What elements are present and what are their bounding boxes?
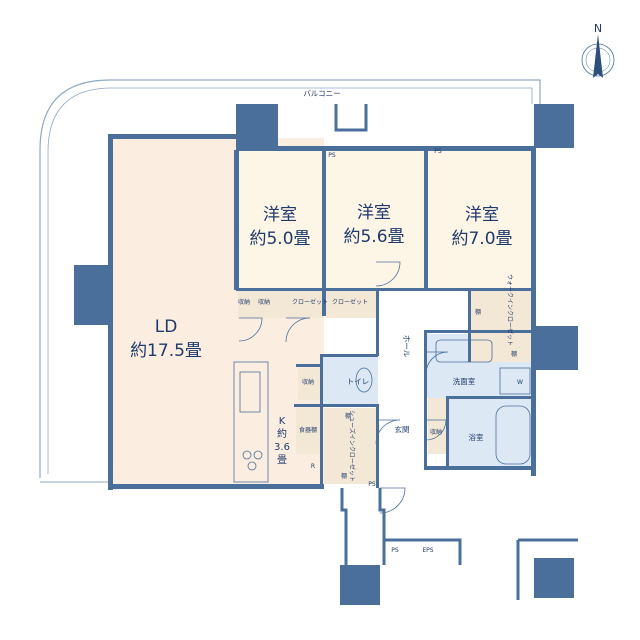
ld-name: LD xyxy=(155,317,178,337)
ps-label-3: PS xyxy=(368,481,376,488)
ps-label-1: PS xyxy=(328,152,336,159)
entrance-corridor xyxy=(340,488,578,600)
ps-label-2: PS xyxy=(434,148,442,155)
toilet-label: トイレ xyxy=(347,377,370,386)
w2-size: 約5.6畳 xyxy=(343,227,404,247)
balcony-outline xyxy=(39,79,541,478)
kitchen-counter xyxy=(233,361,269,483)
k-size-3: 畳 xyxy=(277,454,287,466)
kitchen-storage-floor xyxy=(298,368,320,400)
walkin-label: ウォークインクローゼット xyxy=(506,274,514,346)
shoes-shelf-label-2: 棚 xyxy=(341,472,347,480)
entrance-storage-floor xyxy=(428,398,446,454)
shoes-closet-floor xyxy=(324,408,376,484)
walkin-shelf-label-2: 棚 xyxy=(511,350,517,358)
doors xyxy=(238,261,449,514)
walkin-floor xyxy=(470,290,534,362)
fixtures xyxy=(111,150,531,470)
w1-name: 洋室 xyxy=(263,205,297,225)
k-name: K xyxy=(279,416,286,427)
kitchen-storage-label: 収納 xyxy=(302,378,314,386)
compass: N xyxy=(581,22,615,78)
ld-size: 約17.5畳 xyxy=(130,341,202,361)
k-size-1: 約 xyxy=(277,427,287,440)
entrance-label: 玄関 xyxy=(395,424,410,434)
balcony-label: バルコニー xyxy=(303,89,340,98)
fridge-label: R xyxy=(311,463,315,470)
w1-storage-label-2: 収納 xyxy=(258,298,270,306)
eps-label: EPS xyxy=(422,547,433,554)
w3-size: 約7.0畳 xyxy=(451,229,512,249)
hall-label: ホール xyxy=(402,335,411,358)
shoes-shelf-label: 棚 xyxy=(345,412,351,420)
balcony-inner-line xyxy=(47,87,533,474)
ps-label-4: PS xyxy=(391,547,399,554)
w3-name: 洋室 xyxy=(465,205,499,225)
walls xyxy=(108,134,536,490)
w1-storage-label: 収納 xyxy=(238,298,250,306)
bath-label: 浴室 xyxy=(469,432,484,442)
shoes-closet-label: シューズインクローゼット xyxy=(348,410,356,482)
w2-closet-floor xyxy=(326,290,378,318)
cupboard-floor xyxy=(296,408,322,454)
washroom-label: 洗面室 xyxy=(453,376,476,386)
columns xyxy=(74,104,578,605)
w1-size: 約5.0畳 xyxy=(249,229,310,249)
cupboard-label: 食器棚 xyxy=(299,426,317,434)
entrance-storage-label: 収納 xyxy=(430,428,442,436)
walkin-shelf-label: 棚 xyxy=(475,308,481,316)
w1-closet-floor xyxy=(238,290,324,318)
hall-floor xyxy=(378,290,426,396)
bay-window xyxy=(334,104,368,132)
compass-n-label: N xyxy=(594,22,602,35)
toilet-floor xyxy=(322,356,378,404)
w2-closet-label: クローゼット xyxy=(332,298,368,306)
w3-floor xyxy=(428,150,534,290)
washer-label: W xyxy=(517,379,523,386)
w2-name: 洋室 xyxy=(357,203,391,223)
w2-floor xyxy=(326,150,424,290)
bath-floor xyxy=(448,398,536,468)
w1-floor xyxy=(238,150,322,290)
k-size-2: 3.6 xyxy=(274,442,290,453)
w1-closet-label: クローゼット xyxy=(292,298,328,306)
